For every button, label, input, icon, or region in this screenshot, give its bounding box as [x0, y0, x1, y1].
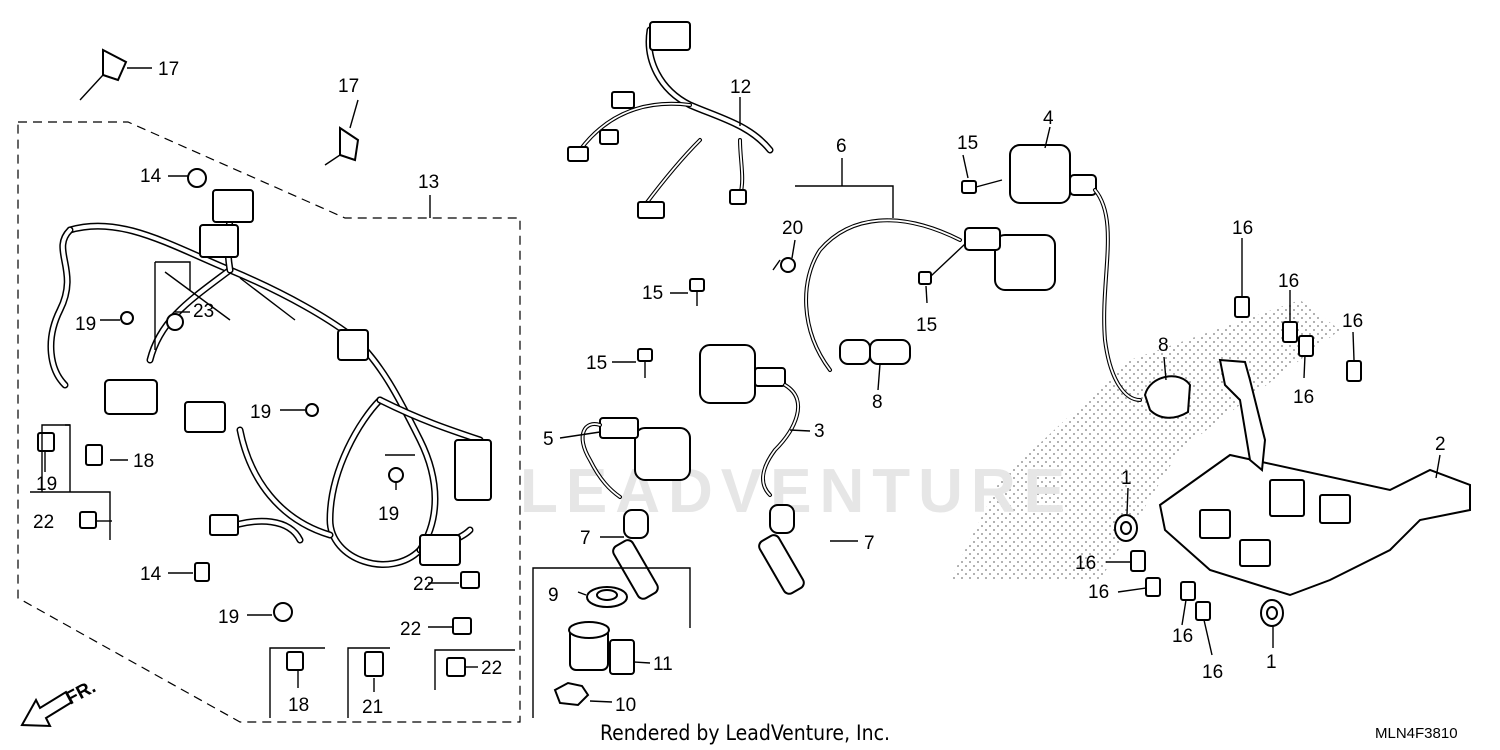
callout-9: 9	[548, 585, 559, 606]
callout-16: 16	[1342, 311, 1363, 332]
callout-17: 17	[338, 76, 359, 97]
callout-1: 1	[1266, 652, 1277, 673]
harness-clamps[interactable]	[37, 168, 480, 677]
harness-13-frame	[17, 121, 521, 723]
callout-3: 3	[814, 421, 825, 442]
callout-7: 7	[580, 528, 591, 549]
callout-15: 15	[586, 353, 607, 374]
spark-plug-cap-left[interactable]	[611, 509, 660, 601]
callout-1: 1	[1121, 468, 1132, 489]
front-direction-arrow: FR.	[20, 677, 99, 728]
callout-22: 22	[400, 619, 421, 640]
callout-21: 21	[362, 697, 383, 718]
callout-16: 16	[1232, 218, 1253, 239]
callout-22: 22	[481, 658, 502, 679]
plug-cap-8-left[interactable]	[839, 339, 911, 365]
grommet-1-upper[interactable]	[1114, 514, 1138, 542]
callout-7: 7	[864, 533, 875, 554]
callout-2: 2	[1435, 434, 1446, 455]
callout-22: 22	[413, 574, 434, 595]
plug-cap-8-right[interactable]	[1143, 375, 1192, 419]
callout-15: 15	[957, 133, 978, 154]
sub-harness-12[interactable]	[567, 21, 774, 219]
callout-15: 15	[642, 283, 663, 304]
leader-lines	[44, 67, 1441, 703]
callout-19: 19	[36, 474, 57, 495]
harness-sub-boxes	[30, 261, 515, 718]
battery-tray-2[interactable]	[1158, 358, 1471, 597]
callout-8: 8	[1158, 335, 1169, 356]
callout-8: 8	[872, 392, 883, 413]
callout-18: 18	[133, 451, 154, 472]
clip-nuts-16[interactable]	[1130, 296, 1362, 621]
callout-6: 6	[836, 136, 847, 157]
callout-22: 22	[33, 512, 54, 533]
main-wire-harness[interactable]	[47, 189, 492, 568]
callout-15: 15	[916, 315, 937, 336]
callout-16: 16	[1172, 626, 1193, 647]
callout-19: 19	[75, 314, 96, 335]
nut-10[interactable]	[553, 681, 590, 707]
spark-plug-cap-right[interactable]	[757, 504, 806, 596]
callout-4: 4	[1043, 108, 1054, 129]
callout-labels: 17 17 14 13 23 19 19 18 19 19 22 14 22 1…	[33, 59, 1446, 718]
ignition-coil-4[interactable]	[1009, 144, 1142, 402]
callout-16: 16	[1088, 582, 1109, 603]
callout-19: 19	[218, 607, 239, 628]
bands-17[interactable]	[79, 48, 360, 166]
grommet-9[interactable]	[586, 586, 628, 608]
callout-19: 19	[250, 402, 271, 423]
ignition-coil-3[interactable]	[699, 344, 801, 497]
callout-13: 13	[418, 172, 439, 193]
bolts-15[interactable]	[637, 179, 1003, 378]
diagram-code: MLN4F3810	[1375, 725, 1458, 742]
callout-17: 17	[158, 59, 179, 80]
callout-20: 20	[782, 218, 803, 239]
callout-12: 12	[730, 77, 751, 98]
ignition-coil-assembly-6[interactable]	[804, 218, 1056, 372]
callout-10: 10	[615, 695, 636, 716]
callout-16: 16	[1278, 271, 1299, 292]
callout-16: 16	[1075, 553, 1096, 574]
callout-16: 16	[1293, 387, 1314, 408]
callout-11: 11	[653, 654, 673, 675]
clip-20[interactable]	[772, 257, 796, 273]
fuse-holder-11[interactable]	[568, 621, 635, 675]
callout-5: 5	[543, 429, 554, 450]
callout-14: 14	[140, 564, 162, 585]
rendered-by-text: Rendered by LeadVenture, Inc.	[600, 721, 890, 745]
callout-19: 19	[378, 504, 399, 525]
callout-16: 16	[1202, 662, 1223, 683]
callout-14: 14	[140, 166, 162, 187]
ignition-coil-5[interactable]	[580, 417, 691, 499]
grommet-1-lower[interactable]	[1260, 599, 1284, 627]
callout-23: 23	[193, 301, 214, 322]
callout-18: 18	[288, 695, 309, 716]
watermark-text: LEADVENTURE	[520, 457, 1073, 526]
box-9-10-11	[532, 567, 691, 718]
